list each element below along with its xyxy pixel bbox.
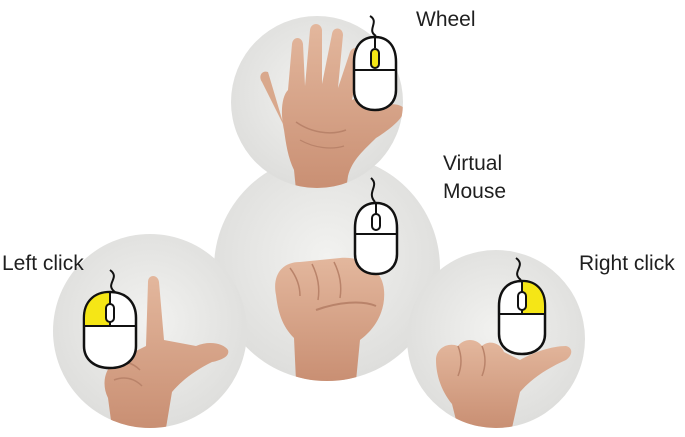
- label-virtual-mouse: Virtual Mouse: [443, 150, 506, 206]
- right-button-highlight: [521, 279, 546, 315]
- mouse-icon-center: [353, 177, 399, 276]
- panel-wheel: [231, 15, 403, 188]
- mouse-icon-left: [82, 269, 138, 370]
- panel-virtual-mouse: [214, 155, 440, 381]
- wheel-highlight: [370, 48, 380, 69]
- mouse-icon-right: [497, 257, 547, 356]
- label-left-click: Left click: [2, 252, 84, 275]
- hand-fist: [275, 257, 385, 381]
- mouse-icon-top: [352, 15, 398, 112]
- label-virtual-line1: Virtual: [443, 152, 503, 175]
- panel-right-click: [407, 250, 585, 428]
- label-right-click: Right click: [579, 252, 675, 275]
- hand-open-palm: [260, 24, 403, 188]
- label-wheel: Wheel: [416, 8, 476, 31]
- label-virtual-line2: Mouse: [443, 180, 507, 203]
- hand-thumb-side: [436, 340, 572, 428]
- panel-left-click: [53, 234, 247, 428]
